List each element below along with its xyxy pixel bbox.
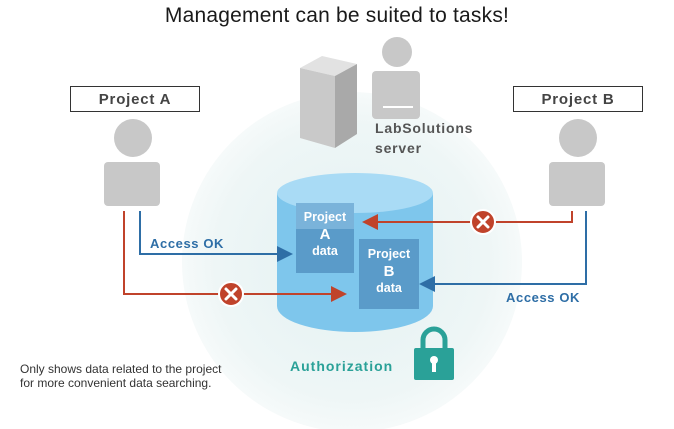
project-b-data-line3: data [376, 281, 402, 295]
project-a-data-line1: Project [303, 210, 347, 224]
access-ok-right: Access OK [506, 290, 581, 305]
authorization-label: Authorization [290, 358, 394, 374]
user-a-icon [104, 119, 160, 206]
server-icon [300, 56, 357, 148]
project-a-label: Project A [70, 86, 200, 112]
server-label-line2: server [375, 140, 422, 156]
note-text: Only shows data related to the project f… [20, 362, 221, 390]
admin-user-icon [372, 37, 420, 119]
x-circle-icon [218, 281, 244, 307]
access-ok-left: Access OK [150, 236, 225, 251]
project-a-denied-arrow [123, 211, 347, 302]
project-a-access-arrow [139, 211, 293, 262]
server-label: LabSolutions server [375, 118, 473, 158]
note-line1: Only shows data related to the project [20, 362, 222, 376]
project-b-data-block [359, 239, 419, 309]
project-b-data-line2: B [383, 263, 395, 280]
diagram-title: Management can be suited to tasks! [164, 4, 510, 27]
project-b-access-arrow [419, 211, 587, 292]
project-a-data-text: Project A data [296, 209, 354, 260]
server-label-line1: LabSolutions [375, 120, 474, 136]
project-b-label: Project B [513, 86, 643, 112]
project-b-data-line1: Project [367, 247, 411, 261]
lock-icon [414, 326, 454, 380]
note-line2: for more convenient data searching. [20, 376, 212, 390]
project-a-data-line2: A [319, 226, 331, 243]
x-circle-icon [470, 209, 496, 235]
project-a-data-line3: data [312, 244, 338, 258]
project-a-data-block-top [296, 203, 354, 229]
user-b-icon [549, 119, 605, 206]
project-b-data-text: Project B data [359, 246, 419, 297]
project-b-denied-arrow [362, 211, 573, 230]
